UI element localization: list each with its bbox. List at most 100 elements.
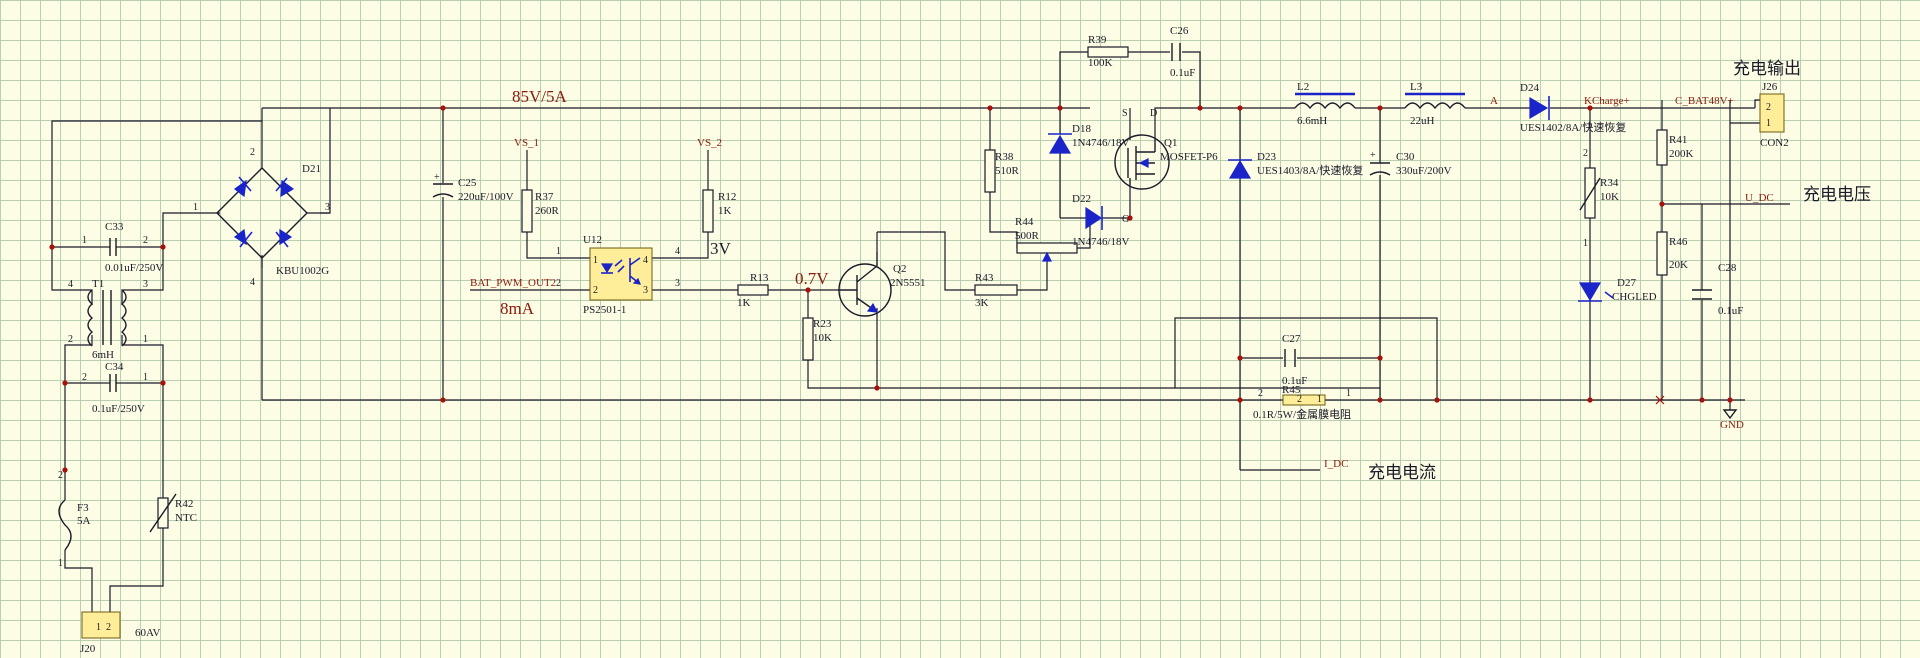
capacitor-c33 xyxy=(100,238,126,256)
j26-ref: J26 xyxy=(1762,81,1778,93)
zener-d22 xyxy=(1085,206,1103,230)
resistor-r12 xyxy=(702,189,714,233)
d23-ref: D23 xyxy=(1257,151,1276,163)
d18-ref: D18 xyxy=(1072,123,1091,135)
q2-value: 2N5551 xyxy=(890,277,925,289)
svg-text:4: 4 xyxy=(250,277,255,288)
resistor-r39 xyxy=(1087,46,1129,58)
d22-value: 1N4746/18V xyxy=(1072,236,1130,248)
r44-ref: R44 xyxy=(1015,216,1034,228)
q1-value: MOSFET-P6 xyxy=(1160,151,1218,163)
voltage-3v-note: 3V xyxy=(710,239,732,258)
mosfet-q1 xyxy=(1114,134,1170,190)
potentiometer-r44 xyxy=(1016,242,1078,262)
svg-text:1: 1 xyxy=(1317,394,1322,405)
q1-ref: Q1 xyxy=(1164,137,1177,149)
r13-value: 1K xyxy=(737,297,751,309)
connector-j26 xyxy=(1759,93,1785,133)
thermistor-r42 xyxy=(149,493,177,533)
t1-value: 6mH xyxy=(92,349,114,361)
svg-text:3: 3 xyxy=(143,279,148,290)
capacitor-c34 xyxy=(100,374,126,392)
c33-value: 0.01uF/250V xyxy=(105,262,163,274)
r37-ref: R37 xyxy=(535,191,554,203)
j20-ref: J20 xyxy=(80,643,96,655)
net-gnd: GND xyxy=(1720,419,1744,431)
voltage-07v-note: 0.7V xyxy=(795,269,829,288)
svg-text:1: 1 xyxy=(1583,238,1588,249)
c25-value: 220uF/100V xyxy=(458,191,514,203)
q2-ref: Q2 xyxy=(893,263,906,275)
input-voltage-note: 60AV xyxy=(135,627,161,639)
r41-ref: R41 xyxy=(1669,134,1687,146)
r12-value: 1K xyxy=(718,205,732,217)
svg-text:+: + xyxy=(434,172,440,183)
junction-dots xyxy=(49,105,1733,473)
r23-ref: R23 xyxy=(813,318,832,330)
svg-text:2: 2 xyxy=(106,622,111,633)
r23-value: 10K xyxy=(813,332,832,344)
wires xyxy=(51,51,1790,612)
charge-current-note: 充电电流 xyxy=(1368,463,1436,483)
svg-text:1: 1 xyxy=(556,246,561,257)
d27-value: CHGLED xyxy=(1612,291,1657,303)
t1-ref: T1 xyxy=(92,278,104,290)
charge-output-note: 充电输出 xyxy=(1733,59,1801,79)
svg-text:2: 2 xyxy=(1766,102,1771,113)
r39-value: 100K xyxy=(1088,57,1113,69)
d24-value: UES1402/8A/快速恢复 xyxy=(1520,120,1626,134)
u12-value: PS2501-1 xyxy=(583,304,626,316)
svg-text:3: 3 xyxy=(675,278,680,289)
c28-ref: C28 xyxy=(1718,262,1737,274)
svg-text:1: 1 xyxy=(143,334,148,345)
d18-value: 1N4746/18V xyxy=(1072,137,1130,149)
current-note: 8mA xyxy=(500,299,535,318)
svg-text:2: 2 xyxy=(68,334,73,345)
svg-text:2: 2 xyxy=(1258,388,1263,399)
c34-value: 0.1uF/250V xyxy=(92,403,145,415)
potentiometer-r34 xyxy=(1579,167,1601,219)
svg-text:1: 1 xyxy=(58,558,63,569)
connector-j20 xyxy=(81,611,121,639)
svg-text:2: 2 xyxy=(58,470,63,481)
resistor-r23 xyxy=(802,317,814,361)
diode-d24 xyxy=(1529,96,1550,120)
r45-value: 0.1R/5W/金属膜电阻 xyxy=(1253,407,1351,421)
svg-text:1: 1 xyxy=(1346,388,1351,399)
ground-symbol xyxy=(1722,409,1738,420)
net-vs1: VS_1 xyxy=(514,137,539,149)
r38-ref: R38 xyxy=(995,151,1014,163)
d27-ref: D27 xyxy=(1617,277,1636,289)
c30-value: 330uF/200V xyxy=(1396,165,1452,177)
svg-text:2: 2 xyxy=(82,372,87,383)
svg-text:D: D xyxy=(1150,108,1157,119)
svg-text:2: 2 xyxy=(143,235,148,246)
net-vs2: VS_2 xyxy=(697,137,722,149)
r41-value: 200K xyxy=(1669,148,1694,160)
r38-value: 510R xyxy=(995,165,1020,177)
svg-text:1: 1 xyxy=(593,255,598,266)
r42-ref: R42 xyxy=(175,498,193,510)
d23-value: UES1403/8A/快速恢复 xyxy=(1257,163,1363,177)
svg-text:4: 4 xyxy=(675,246,680,257)
c27-value: 0.1uF xyxy=(1282,375,1307,387)
svg-text:+: + xyxy=(1370,150,1376,161)
resistor-r46 xyxy=(1656,231,1668,276)
bridge-rectifier-d21 xyxy=(216,121,330,268)
c34-ref: C34 xyxy=(105,361,124,373)
r44-value: 500R xyxy=(1015,230,1040,242)
net-cbat: C_BAT48V+ xyxy=(1675,95,1734,107)
r13-ref: R13 xyxy=(750,272,769,284)
optocoupler-u12 xyxy=(589,247,653,301)
capacitor-c30 xyxy=(1369,162,1391,176)
svg-text:2: 2 xyxy=(1297,394,1302,405)
capacitor-c25 xyxy=(432,183,454,198)
charge-voltage-note: 充电电压 xyxy=(1803,185,1871,205)
capacitor-c28 xyxy=(1692,289,1712,300)
c30-ref: C30 xyxy=(1396,151,1415,163)
f3-value: 5A xyxy=(77,515,91,527)
capacitor-c27 xyxy=(1284,349,1296,367)
fuse-f3 xyxy=(58,499,72,551)
bus-voltage-note: 85V/5A xyxy=(512,87,568,106)
r46-value: 20K xyxy=(1669,259,1688,271)
